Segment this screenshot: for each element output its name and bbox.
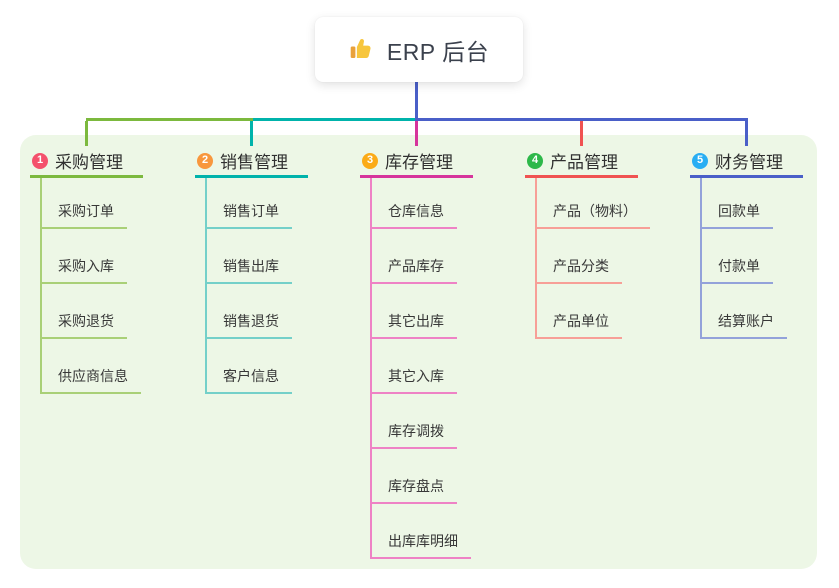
child-node[interactable]: 仓库信息 (372, 178, 457, 229)
branch-children: 回款单付款单结算账户 (700, 178, 787, 339)
branch-column: 1 采购管理 采购订单采购入库采购退货供应商信息 (30, 146, 143, 394)
child-node[interactable]: 产品分类 (537, 229, 622, 284)
branch-column: 4 产品管理 产品（物料） 产品分类产品单位 (525, 146, 650, 339)
child-node[interactable]: 出库库明细 (372, 504, 471, 559)
branch-header-node[interactable]: 2 销售管理 (195, 146, 308, 178)
branch-number-badge: 2 (197, 152, 213, 169)
branch-children: 采购订单采购入库采购退货供应商信息 (40, 178, 141, 394)
branch-label: 采购管理 (55, 153, 123, 172)
child-label: 产品（物料） (553, 203, 637, 219)
child-node[interactable]: 供应商信息 (42, 339, 141, 394)
branch-children: 仓库信息产品库存其它出库其它入库库存调拨库存盘点出库库明细 (370, 178, 471, 559)
child-node[interactable]: 销售订单 (207, 178, 292, 229)
child-node[interactable]: 采购退货 (42, 284, 127, 339)
child-label: 回款单 (718, 203, 760, 219)
branch-drop-line (745, 121, 748, 146)
rail-segment (86, 118, 253, 121)
child-node[interactable]: 其它入库 (372, 339, 457, 394)
child-label: 库存盘点 (388, 478, 444, 494)
branch-number-badge: 5 (692, 152, 708, 169)
child-label: 其它出库 (388, 313, 444, 329)
child-label: 产品库存 (388, 258, 444, 274)
child-node[interactable]: 产品（物料） (537, 178, 650, 229)
branch-label: 产品管理 (550, 153, 618, 172)
child-label: 仓库信息 (388, 203, 444, 219)
thumbs-up-icon (349, 36, 376, 63)
child-label: 付款单 (718, 258, 760, 274)
root-title: ERP 后台 (386, 38, 490, 65)
branch-column: 3 库存管理 仓库信息产品库存其它出库其它入库库存调拨库存盘点出库库明细 (360, 146, 473, 559)
canvas-background (20, 135, 817, 569)
child-label: 销售退货 (223, 313, 279, 329)
branch-number-badge: 4 (527, 152, 543, 169)
child-node[interactable]: 付款单 (702, 229, 773, 284)
root-drop-line (415, 82, 418, 121)
rail-segment (416, 118, 748, 121)
branch-drop-line (580, 121, 583, 146)
child-label: 销售出库 (223, 258, 279, 274)
child-node[interactable]: 其它出库 (372, 284, 457, 339)
branch-label: 财务管理 (715, 153, 783, 172)
child-label: 销售订单 (223, 203, 279, 219)
child-label: 采购入库 (58, 258, 114, 274)
child-node[interactable]: 销售退货 (207, 284, 292, 339)
branch-header-node[interactable]: 4 产品管理 (525, 146, 638, 178)
child-node[interactable]: 采购入库 (42, 229, 127, 284)
branch-label: 库存管理 (385, 153, 453, 172)
child-label: 其它入库 (388, 368, 444, 384)
child-label: 结算账户 (718, 313, 774, 329)
rail-segment (253, 118, 416, 121)
branch-column: 5 财务管理 回款单付款单结算账户 (690, 146, 803, 339)
child-label: 库存调拨 (388, 423, 444, 439)
child-label: 产品分类 (553, 258, 609, 274)
branch-header-node[interactable]: 5 财务管理 (690, 146, 803, 178)
child-label: 供应商信息 (58, 368, 128, 384)
child-node[interactable]: 采购订单 (42, 178, 127, 229)
branch-header-node[interactable]: 3 库存管理 (360, 146, 473, 178)
branch-column: 2 销售管理 销售订单销售出库销售退货客户信息 (195, 146, 308, 394)
child-node[interactable]: 客户信息 (207, 339, 292, 394)
branch-drop-line (85, 121, 88, 146)
root-node[interactable]: ERP 后台 (315, 17, 523, 82)
branch-number-badge: 1 (32, 152, 48, 169)
child-node[interactable]: 结算账户 (702, 284, 787, 339)
child-node[interactable]: 库存调拨 (372, 394, 457, 449)
branch-children: 销售订单销售出库销售退货客户信息 (205, 178, 292, 394)
branch-children: 产品（物料） 产品分类产品单位 (535, 178, 650, 339)
child-node[interactable]: 库存盘点 (372, 449, 457, 504)
child-label: 出库库明细 (388, 533, 458, 549)
child-label: 采购订单 (58, 203, 114, 219)
child-node[interactable]: 销售出库 (207, 229, 292, 284)
branch-drop-line (250, 121, 253, 146)
child-label: 客户信息 (223, 368, 279, 384)
child-label: 产品单位 (553, 313, 609, 329)
branch-label: 销售管理 (220, 153, 288, 172)
child-node[interactable]: 回款单 (702, 178, 773, 229)
branch-drop-line (415, 121, 418, 146)
child-label: 采购退货 (58, 313, 114, 329)
child-node[interactable]: 产品单位 (537, 284, 622, 339)
branch-header-node[interactable]: 1 采购管理 (30, 146, 143, 178)
branch-number-badge: 3 (362, 152, 378, 169)
child-node[interactable]: 产品库存 (372, 229, 457, 284)
